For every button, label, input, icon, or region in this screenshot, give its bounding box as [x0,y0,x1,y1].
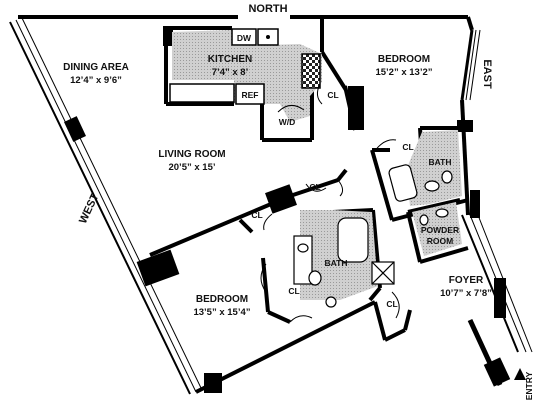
bath-fixtures [293,164,453,308]
sink-icon [435,208,449,218]
living-room-dims: 20’5” x 15’ [168,162,215,173]
closet-label-living: CL [309,182,320,192]
kitchen-fixtures [169,28,321,105]
bedroom-ne-name: BEDROOM [378,54,430,65]
foyer-dims: 10’7” x 7’8” [440,288,492,299]
interior-walls [149,18,469,342]
closet-label-bedroom-upper: CL [251,210,262,220]
dishwasher [231,28,257,46]
refrigerator-label: REF [242,90,259,100]
foyer-name: FOYER [449,275,484,286]
powder-room-label-2: ROOM [427,236,453,246]
bedroom-sw-name: BEDROOM [196,294,248,305]
bedroom-sw-dims: 13’5” x 15’4” [193,307,250,318]
toilet-icon [308,270,322,286]
columns [64,26,511,393]
closet-label-ne-bath: CL [402,142,413,152]
entry-label: ENTRY [524,371,534,400]
bedroom-ne-dims: 15’2” x 13’2” [375,67,432,78]
closet-label-foyer: CL [386,299,397,309]
east-label: EAST [481,59,493,89]
sink-icon [325,296,337,308]
door-swings [260,83,400,323]
range-stove [301,53,321,89]
bathtub-icon [337,217,369,263]
entry-arrow-icon [514,368,526,380]
counter [169,83,235,103]
sink-icon [297,243,309,253]
west-label: WEST [77,192,101,226]
bathtub-icon [388,164,418,202]
sink-icon [424,180,440,192]
dining-area-name: DINING AREA [63,62,129,73]
dishwasher-label: DW [237,33,252,43]
toilet-icon [419,214,429,226]
toilet-icon [441,170,453,184]
living-room-name: LIVING ROOM [158,149,225,160]
dining-area-dims: 12’4” x 9’6” [70,75,122,86]
closet-label-kitchen: CL [327,90,338,100]
refrigerator [235,83,265,105]
washer-dryer-label: W/D [279,117,296,127]
bath-ne-label: BATH [429,157,452,167]
bath-sw-label: BATH [325,258,348,268]
powder-room-label-1: POWDER [421,225,459,235]
north-label: NORTH [248,3,287,15]
closet-label-bedroom: CL [288,286,299,296]
kitchen-dims: 7’4” x 8’ [212,67,248,78]
kitchen-name: KITCHEN [208,54,252,65]
